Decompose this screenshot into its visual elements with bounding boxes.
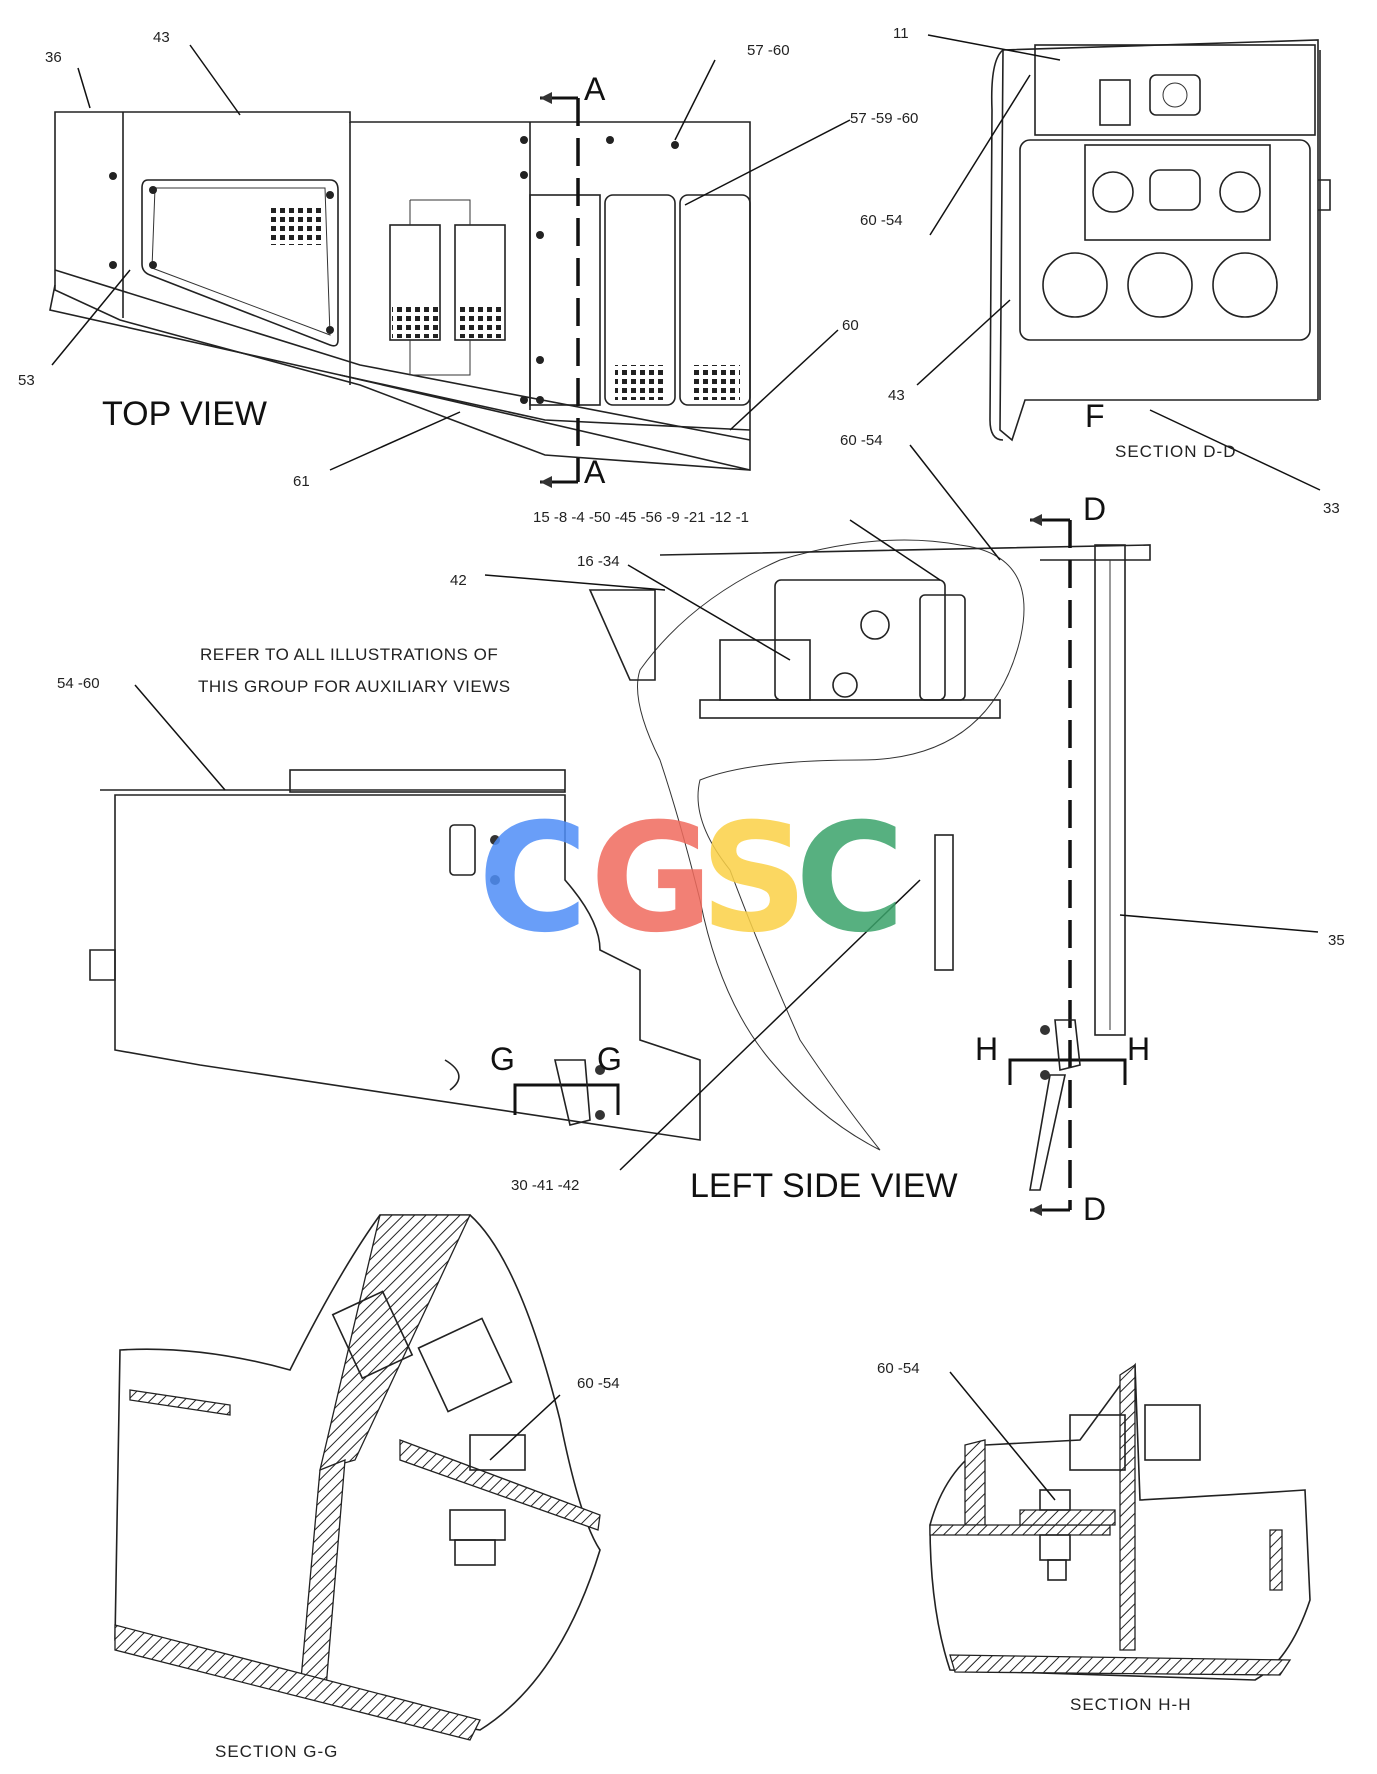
callout-43-dd: 43: [888, 387, 905, 404]
note-line-2: THIS GROUP FOR AUXILIARY VIEWS: [198, 677, 511, 696]
section-marker-h-right: H: [1127, 1031, 1150, 1067]
section-gg-caption: SECTION G-G: [215, 1742, 338, 1761]
left-side-view-title: LEFT SIDE VIEW: [690, 1167, 958, 1205]
section-marker-h-left: H: [975, 1031, 998, 1067]
watermark-letter-s: S: [700, 792, 808, 966]
cgsc-watermark: C G S C: [478, 792, 905, 966]
callout-60-54-hh: 60 -54: [877, 1360, 920, 1377]
top-view-title: TOP VIEW: [102, 395, 267, 433]
callout-15-group: 15 -8 -4 -50 -45 -56 -9 -21 -12 -1: [533, 509, 749, 526]
callout-53: 53: [18, 372, 35, 389]
callout-54-60: 54 -60: [57, 675, 100, 692]
section-dd-caption: SECTION D-D: [1115, 442, 1237, 461]
callout-33: 33: [1323, 500, 1340, 517]
section-hh-drawing: [929, 1362, 1311, 1681]
callout-42: 42: [450, 572, 467, 589]
section-marker-g-left: G: [490, 1041, 515, 1077]
watermark-letter-c1: C: [478, 792, 588, 966]
callout-16-34: 16 -34: [577, 553, 620, 570]
section-marker-d-top: D: [1083, 491, 1106, 527]
section-gg-drawing: [114, 1214, 601, 1741]
watermark-letter-g: G: [590, 792, 713, 966]
callout-57-59-60: 57 -59 -60: [850, 110, 918, 127]
callout-35: 35: [1328, 932, 1345, 949]
callout-60-54-side: 60 -54: [840, 432, 883, 449]
section-dd-drawing: [989, 39, 1331, 442]
section-marker-d-bottom: D: [1083, 1191, 1106, 1227]
leader-lines: [51, 34, 1321, 1501]
section-marker-g-right: G: [597, 1041, 622, 1077]
callout-36: 36: [45, 49, 62, 66]
callout-61: 61: [293, 473, 310, 490]
top-view-drawing: [49, 92, 751, 488]
callout-43-top: 43: [153, 29, 170, 46]
callout-60-top: 60: [842, 317, 859, 334]
callout-30-41-42: 30 -41 -42: [511, 1177, 579, 1194]
callout-60-54-dd: 60 -54: [860, 212, 903, 229]
callout-57-60: 57 -60: [747, 42, 790, 59]
section-marker-a-bottom: A: [584, 454, 606, 490]
callout-11: 11: [893, 25, 909, 42]
watermark-letter-c2: C: [795, 792, 905, 966]
callout-60-54-gg: 60 -54: [577, 1375, 620, 1392]
section-marker-f: F: [1085, 398, 1105, 434]
note-line-1: REFER TO ALL ILLUSTRATIONS OF: [200, 645, 498, 664]
section-marker-a-top: A: [584, 71, 606, 107]
section-hh-caption: SECTION H-H: [1070, 1695, 1192, 1714]
left-side-view-drawing: [89, 514, 1151, 1216]
